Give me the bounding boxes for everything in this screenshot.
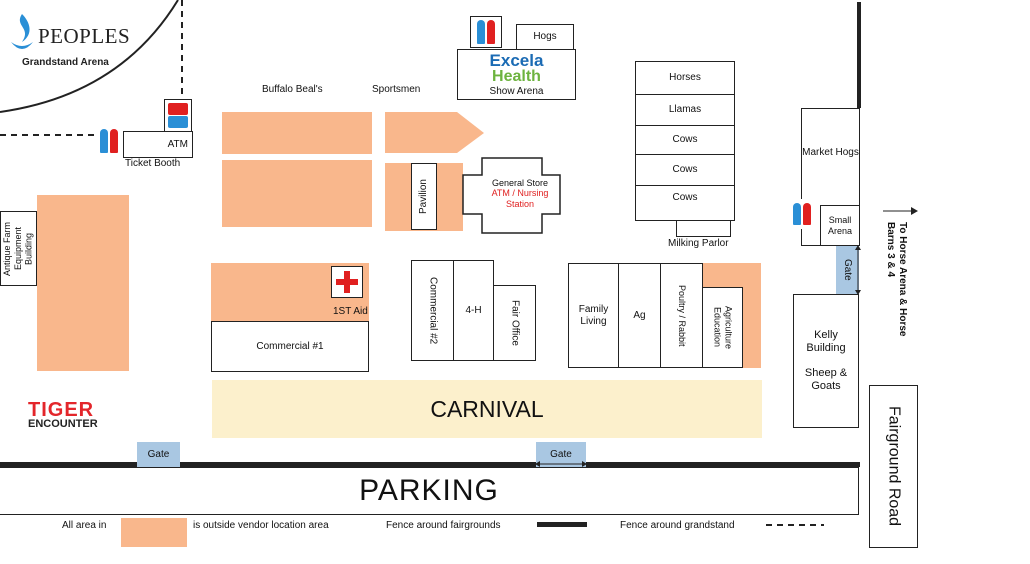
general-store: General Store ATM / Nursing Station [491,178,549,209]
legend-outside-vendor: is outside vendor location area [193,520,329,531]
fence-east-top [857,2,861,108]
horses-barn: Horses [635,61,735,95]
cows-barn-3: Cows [635,185,735,221]
poultry-rabbit: Poultry / Rabbit [660,263,703,368]
milking-parlor [676,220,731,237]
restroom-icon [470,16,502,48]
gate-arrow-icon [855,245,861,295]
vendor-sportsmen [385,112,484,153]
vendor-buffalo-lower [222,160,372,227]
parking-area: PARKING [0,467,859,515]
kelly-building: Kelly Building Sheep & Goats [793,294,859,428]
vendor-buffalo [222,112,372,154]
flame-logo-icon [11,14,33,49]
restroom-icon [164,99,192,132]
first-aid-cross-icon [331,266,363,298]
peoples-logo: PEOPLES Grandstand Arena [6,8,146,68]
vendor-area-left [37,195,129,371]
legend-fence-grand-line [766,524,824,526]
pavilion: Pavilion [411,163,437,230]
gate-arrow-icon [535,461,587,467]
hogs-building: Hogs [516,24,574,50]
gate-side: Gate [836,246,859,294]
to-horse-arena-label: To Horse Arena & Horse Barns 3 & 4 [885,222,908,337]
restroom-icon [95,124,123,157]
small-arena: Small Arena [820,205,860,246]
cows-barn-2: Cows [635,154,735,186]
gate-bottom-left: Gate [137,442,180,467]
llamas-barn: Llamas [635,94,735,126]
commercial-1: Commercial #1 [211,321,369,372]
agriculture-education: Agriculture Education [702,287,743,368]
legend-fence-fair-line [537,522,587,527]
fence-fairgrounds-bottom [0,462,860,467]
sportsmen-label: Sportsmen [372,84,421,95]
four-h: 4-H [453,260,494,361]
arrow-right-icon [883,207,918,215]
fair-office: Fair Office [493,285,536,361]
peoples-name: PEOPLES [38,24,131,48]
atm-booth: ATM [123,131,193,158]
grandstand-label: Grandstand Arena [22,57,109,68]
legend-vendor-swatch [121,518,187,547]
atm-label: ATM [167,138,188,150]
show-arena: Excela Health Show Arena [457,49,576,100]
legend-all-area: All area in [62,520,107,531]
fairground-road: Fairground Road [869,385,918,548]
cows-barn-1: Cows [635,125,735,155]
first-aid-label: 1ST Aid [333,306,368,317]
legend-fence-fair: Fence around fairgrounds [386,520,501,531]
gate-bottom-right: Gate [536,442,586,467]
restroom-icon [785,199,819,229]
ticket-booth-label: Ticket Booth [125,158,181,169]
antique-building: Antique Farm Equipment Building [0,211,37,286]
ag-building: Ag [618,263,661,368]
milking-parlor-label: Milking Parlor [668,238,729,249]
general-store-shape [462,157,561,234]
legend-fence-grand: Fence around grandstand [620,520,735,531]
carnival-area: CARNIVAL [212,380,762,438]
commercial-2: Commercial #2 [411,260,454,361]
tiger-encounter-logo: TIGER ENCOUNTER [28,399,98,430]
buffalo-label: Buffalo Beal's [262,84,323,95]
family-living: Family Living [568,263,619,368]
excela-logo: Excela Health [489,50,544,85]
